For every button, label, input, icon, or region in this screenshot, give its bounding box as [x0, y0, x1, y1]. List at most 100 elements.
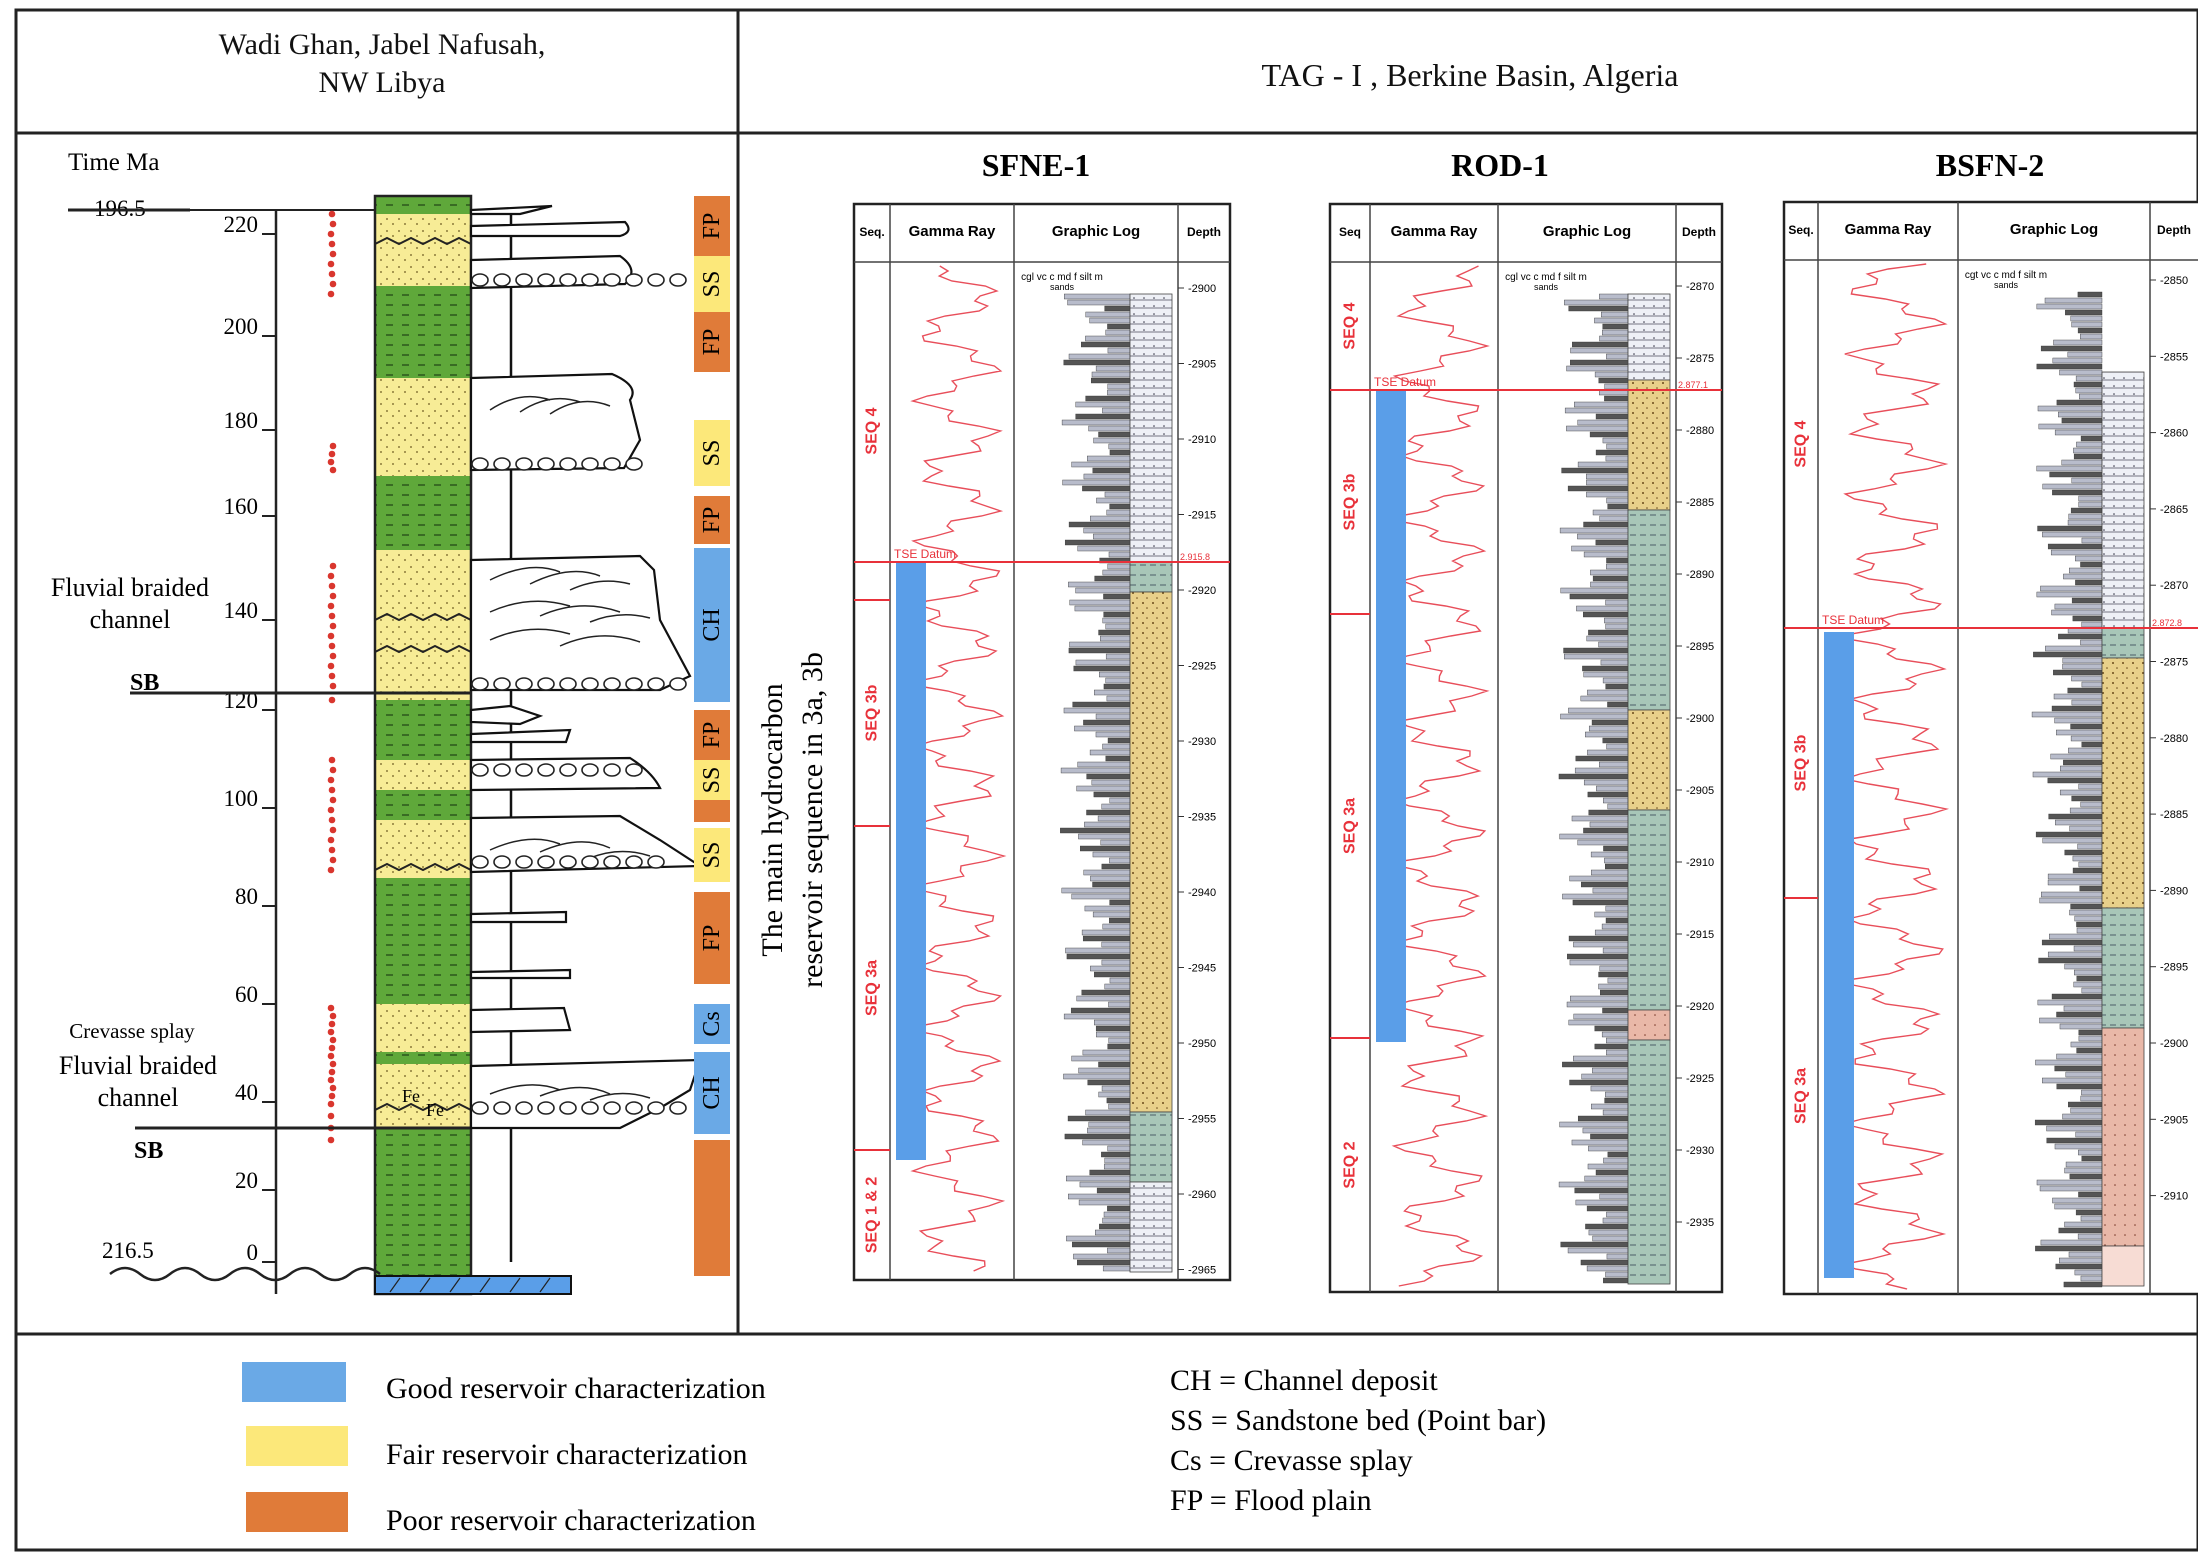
log-bed	[1603, 798, 1628, 803]
well-column-header: Gamma Ray	[909, 223, 996, 240]
sequence-label: SEQ 4	[864, 407, 881, 454]
log-bed	[1103, 618, 1130, 623]
pebble	[648, 856, 664, 868]
pebble	[516, 856, 532, 868]
log-bed	[1103, 924, 1130, 929]
depth-label: -2910	[1188, 434, 1216, 446]
mudstone-bed	[375, 790, 471, 820]
sequence-label: SEQ 1 & 2	[864, 1177, 881, 1254]
pebble	[560, 1102, 576, 1114]
mudstone-bed	[375, 286, 471, 378]
log-bed	[2055, 604, 2102, 609]
log-bed	[1589, 1230, 1628, 1235]
log-bed	[1098, 1062, 1130, 1067]
sandstone-bed	[375, 550, 471, 700]
log-bed	[1077, 996, 1130, 1001]
facies-boxes: FPSSFPSSFPCHFPSSSSFPCsCH	[694, 196, 730, 1276]
reservoir-bar	[1376, 390, 1406, 1042]
log-bed	[1602, 924, 1628, 929]
log-bed	[1070, 600, 1130, 605]
depth-label: -2875	[2160, 657, 2188, 669]
log-bed	[2069, 514, 2102, 519]
log-bed	[1578, 462, 1628, 467]
log-bed	[2066, 1162, 2102, 1167]
depth-label: -2880	[1686, 425, 1714, 437]
log-bed	[1082, 486, 1130, 491]
log-bed	[1570, 360, 1628, 365]
log-bed	[1063, 480, 1130, 485]
mudstone-bed	[375, 878, 471, 1004]
log-bed	[1068, 1116, 1130, 1121]
log-bed	[1596, 786, 1628, 791]
pebble	[516, 1102, 532, 1114]
abbr-ss: SS = Sandstone bed (Point bar)	[1170, 1404, 1546, 1437]
facies-label: FP	[699, 507, 725, 534]
legend-swatch-poor	[246, 1492, 348, 1532]
log-bed	[1068, 582, 1130, 587]
log-bed	[1086, 312, 1130, 317]
log-bed	[1590, 822, 1628, 827]
sample-dot	[330, 1061, 337, 1068]
log-bed	[1566, 426, 1628, 431]
log-bed	[1096, 1032, 1130, 1037]
facies-label: SS	[699, 767, 725, 794]
vertical-caption-line2: reservoir sequence in 3a, 3b	[796, 652, 829, 988]
well-rod-1: ROD-1SeqGamma RayGraphic LogDepthcgl vc …	[1330, 147, 1722, 1292]
legend-poor-label: Poor reservoir characterization	[386, 1504, 756, 1537]
well-bsfn-2: BSFN-2Seq.Gamma RayGraphic LogDepthcgt v…	[1784, 147, 2198, 1294]
log-bed	[1094, 690, 1130, 695]
log-bed	[1105, 306, 1130, 311]
log-lithology	[2102, 628, 2144, 658]
log-bed	[1573, 900, 1628, 905]
sample-dot	[328, 633, 335, 640]
log-bed	[2041, 892, 2102, 897]
log-bed	[2057, 1084, 2102, 1089]
log-bed	[1077, 1260, 1130, 1265]
log-bed	[1603, 678, 1628, 683]
pebble	[472, 274, 488, 286]
well-column-header: Gamma Ray	[1391, 223, 1478, 240]
well-logs: SFNE-1Seq.Gamma RayGraphic LogDepthcgl v…	[854, 147, 2198, 1294]
log-bed	[1606, 624, 1628, 629]
log-bed	[1082, 930, 1130, 935]
log-bed	[2080, 334, 2102, 339]
pebble	[648, 1102, 664, 1114]
log-bed	[1108, 1002, 1130, 1007]
log-bed	[1103, 1266, 1130, 1271]
log-bed	[1570, 594, 1628, 599]
time-tick-label: 20	[235, 1168, 258, 1193]
log-bed	[1599, 762, 1628, 767]
log-lithology	[1130, 562, 1172, 592]
log-bed	[2038, 526, 2102, 531]
log-bed	[1577, 534, 1628, 539]
sample-dot	[328, 867, 335, 874]
log-bed	[2071, 1108, 2102, 1113]
log-bed	[1608, 504, 1628, 509]
log-bed	[1583, 1128, 1628, 1133]
pebble	[626, 856, 642, 868]
log-bed	[1077, 786, 1130, 791]
log-bed	[1104, 612, 1130, 617]
time-tick-label: 160	[224, 494, 259, 519]
pebble	[626, 678, 642, 690]
log-bed	[2040, 898, 2102, 903]
facies-label: SS	[699, 440, 725, 467]
tse-datum-label: TSE Datum	[894, 547, 956, 561]
log-bed	[1069, 648, 1130, 653]
log-bed	[1069, 354, 1130, 359]
legend-swatch-good	[242, 1362, 346, 1402]
log-bed	[2071, 1042, 2102, 1047]
base-age-label: 216.5	[102, 1238, 154, 1263]
vertical-caption: The main hydrocarbon reservoir sequence …	[756, 652, 829, 988]
pebble	[604, 1102, 620, 1114]
log-bed	[1591, 870, 1628, 875]
legend: Good reservoir characterization Fair res…	[242, 1362, 1546, 1537]
log-bed	[1570, 996, 1628, 1001]
log-bed	[1084, 822, 1130, 827]
pebble	[538, 678, 554, 690]
facies-label: SS	[699, 842, 725, 869]
log-bed	[2037, 1180, 2102, 1185]
log-bed	[1089, 1122, 1130, 1127]
log-bed	[1108, 1044, 1130, 1049]
